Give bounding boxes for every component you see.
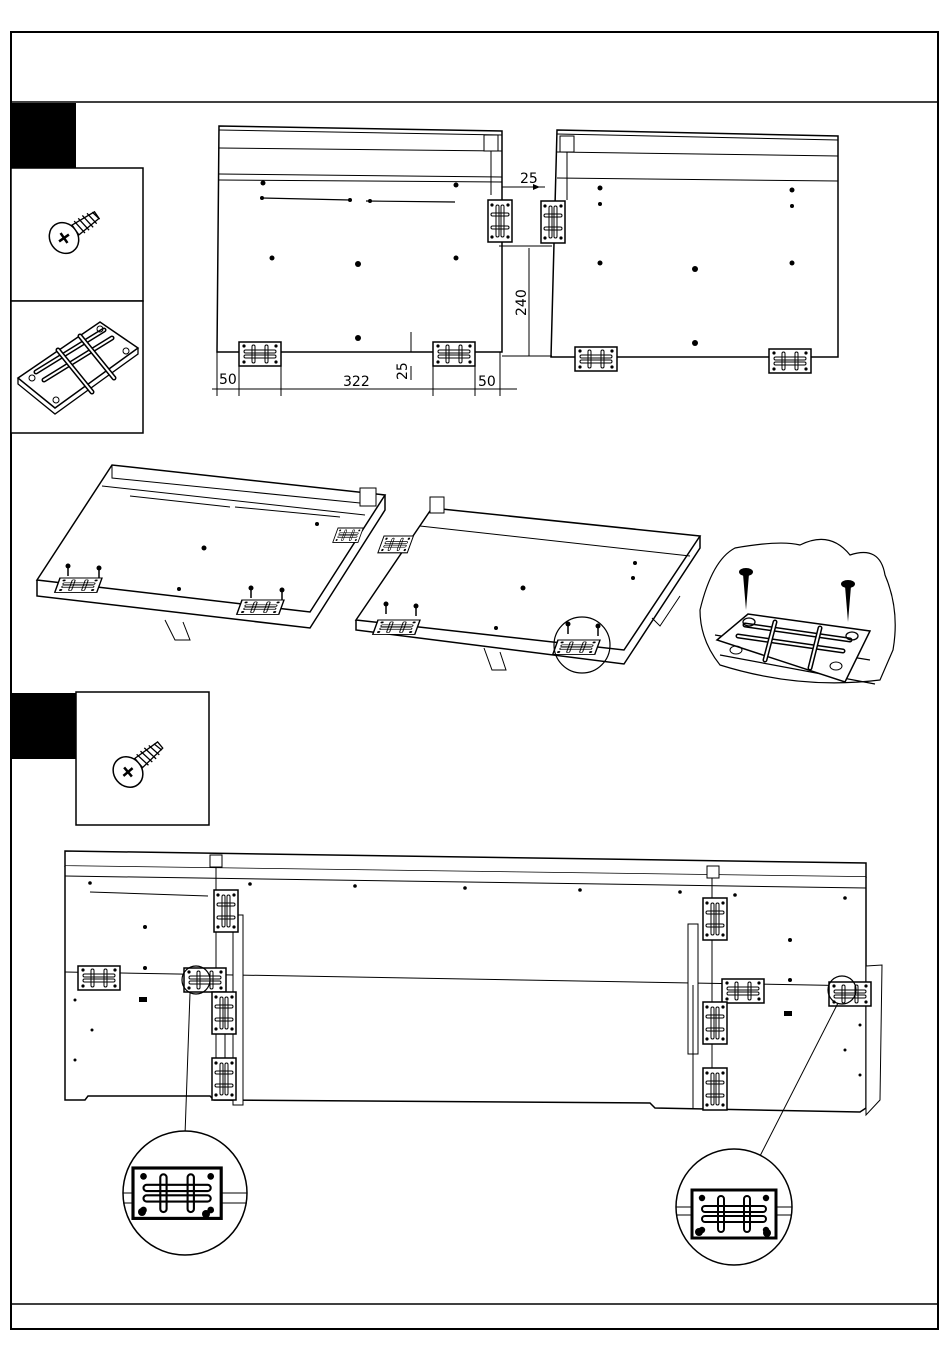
dim-spacing: 322 xyxy=(343,374,370,390)
dim-vertical-spacing: 240 xyxy=(514,289,530,316)
left-panel-isometric xyxy=(37,465,385,640)
right-panel-top-view xyxy=(541,130,838,373)
right-panel-isometric xyxy=(356,497,700,673)
dim-offset-bottom: 25 xyxy=(395,362,411,380)
dim-edge-left: 50 xyxy=(219,372,237,388)
step-1-parts-panel xyxy=(11,168,143,433)
step-1-marker xyxy=(12,103,76,168)
left-panel-top-view xyxy=(217,126,512,366)
zoom-detail-right xyxy=(676,1149,792,1265)
detail-callout-screws xyxy=(700,539,895,684)
step-2-marker xyxy=(12,693,76,759)
dim-offset-top: 25 xyxy=(520,171,538,187)
zoom-detail-left xyxy=(123,1131,247,1255)
step-2-parts-panel xyxy=(76,692,209,825)
dim-edge-right: 50 xyxy=(478,374,496,390)
